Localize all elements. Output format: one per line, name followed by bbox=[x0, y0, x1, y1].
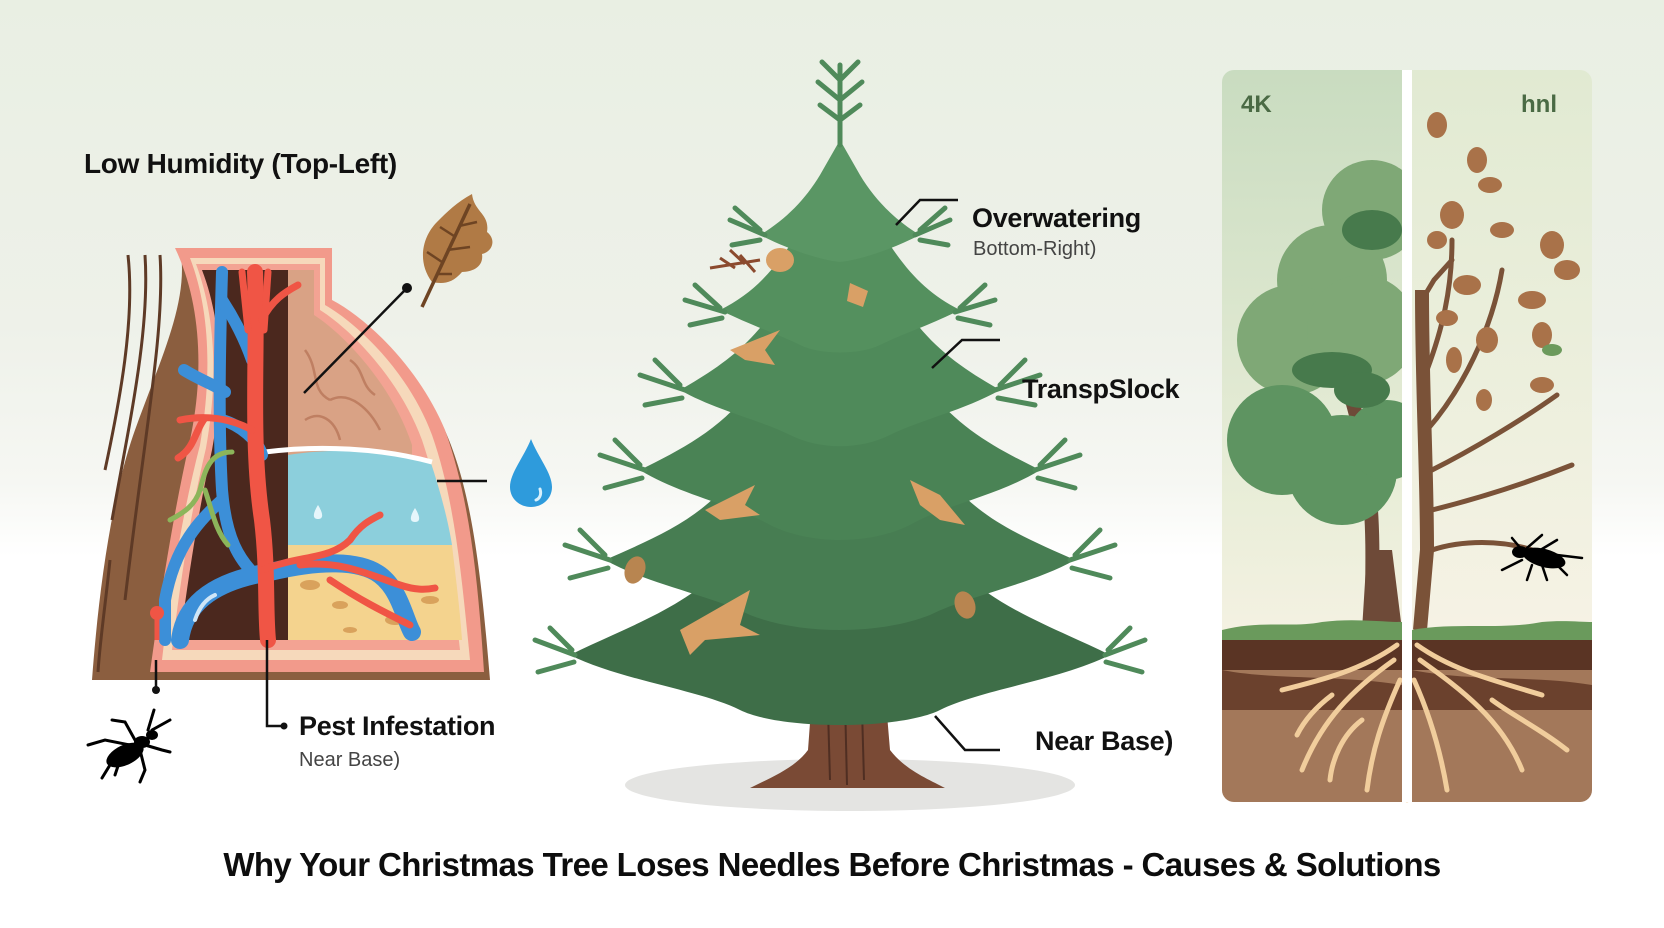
christmas-tree-illustration bbox=[532, 59, 1148, 811]
panel-tag-right: hnl bbox=[1521, 91, 1557, 118]
insect-icon bbox=[86, 708, 172, 784]
transpslock-label: TranspSlock bbox=[1022, 374, 1180, 404]
infographic-title: Why Your Christmas Tree Loses Needles Be… bbox=[223, 846, 1441, 883]
trunk-cross-section-diagram bbox=[92, 248, 490, 730]
low-humidity-heading: Low Humidity (Top-Left) bbox=[84, 148, 397, 179]
pest-infestation-sublabel: Near Base) bbox=[299, 749, 401, 771]
healthy-vs-dying-tree-panel bbox=[1222, 70, 1592, 803]
insect-icon-right bbox=[1500, 533, 1584, 582]
dry-leaf-icon bbox=[420, 194, 493, 308]
near-base-label: Near Base) bbox=[1035, 726, 1174, 756]
panel-tag-left: 4K bbox=[1241, 91, 1272, 118]
pest-infestation-label: Pest Infestation bbox=[299, 711, 496, 741]
overwatering-label: Overwatering bbox=[972, 203, 1141, 233]
water-drop-icon bbox=[510, 439, 552, 507]
overwatering-sublabel: Bottom-Right) bbox=[973, 238, 1097, 260]
